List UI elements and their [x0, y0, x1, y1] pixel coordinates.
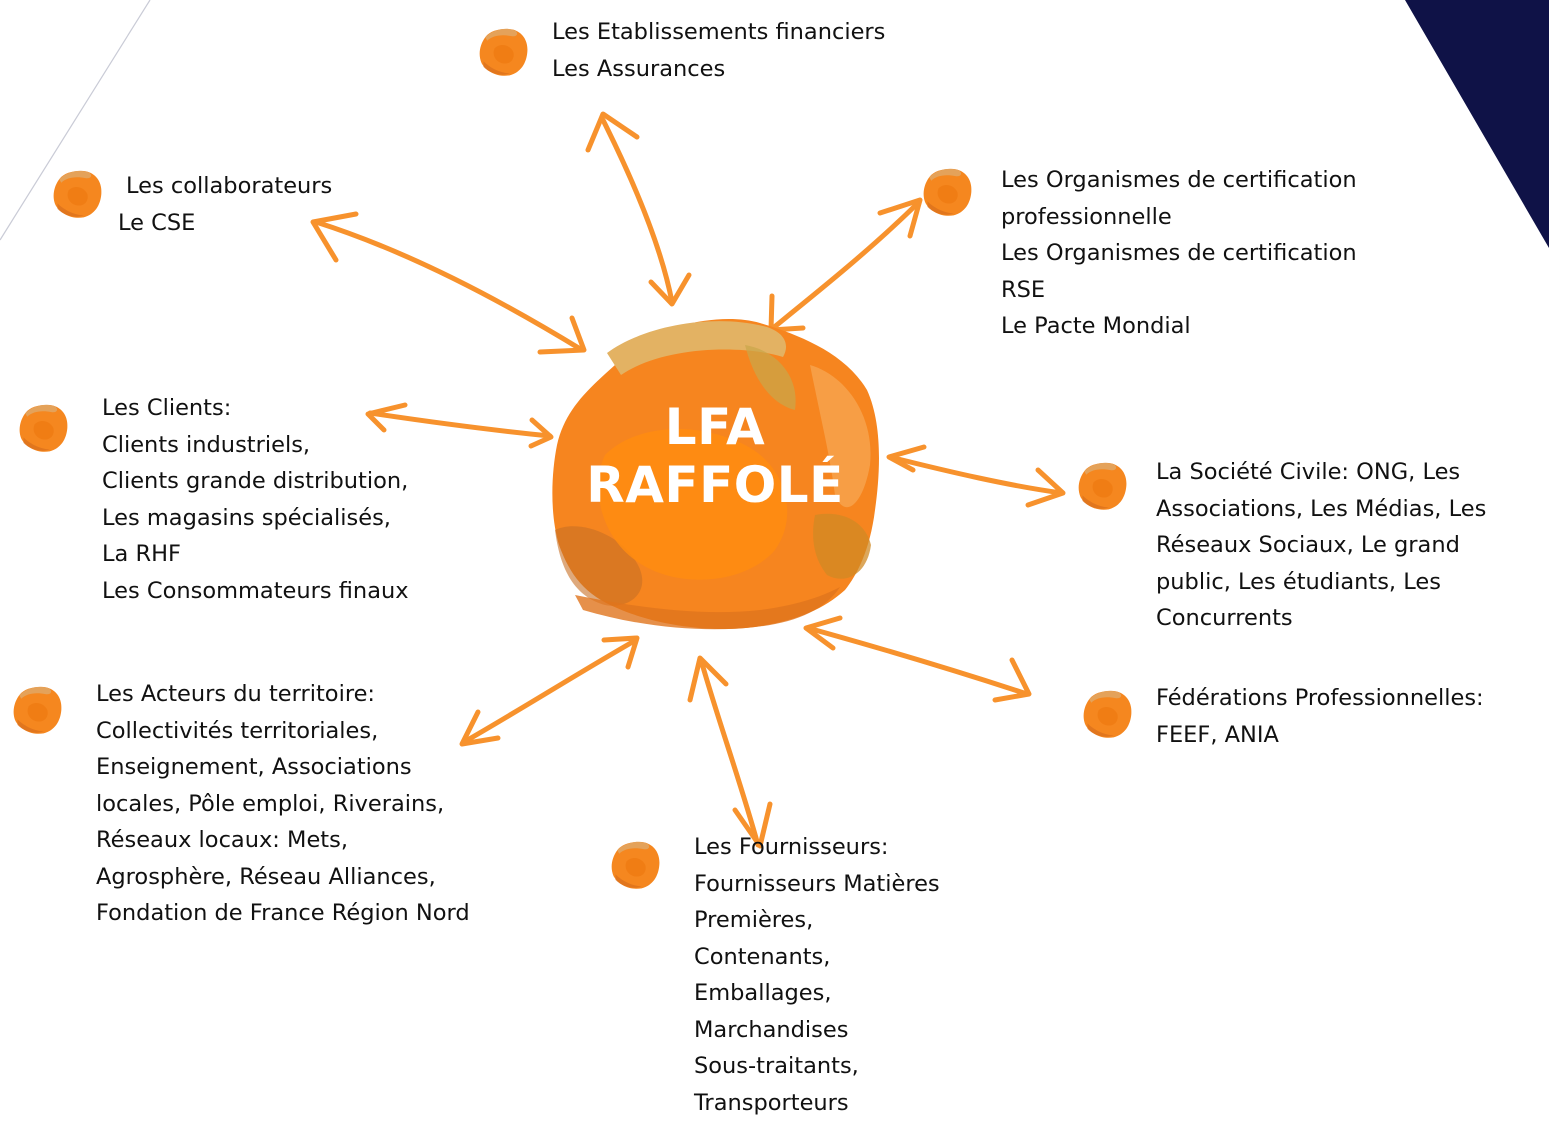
suppliers-line: Transporteurs — [694, 1085, 940, 1121]
territory-line: Les Acteurs du territoire: — [96, 676, 470, 713]
arrow-financial — [588, 114, 689, 304]
certification-line: Les Organismes de certification — [1001, 235, 1357, 272]
clients-line: La RHF — [102, 536, 409, 573]
certification-line: RSE — [1001, 272, 1357, 309]
territory-line: Collectivités territoriales, — [96, 713, 470, 750]
arrow-territory — [462, 638, 637, 744]
employees-line: Le CSE — [118, 205, 332, 242]
orange-blob-icon — [920, 164, 976, 220]
clients-line: Les Consommateurs finaux — [102, 573, 409, 610]
center-title: LFA RAFFOLÉ — [545, 398, 885, 514]
arrow-civil-society — [889, 447, 1063, 505]
federations-line: FEEF, ANIA — [1156, 717, 1484, 754]
territory-text: Les Acteurs du territoire: Collectivités… — [96, 676, 470, 932]
suppliers-line: Sous-traitants, — [694, 1048, 940, 1085]
civil-society-line: Associations, Les Médias, Les — [1156, 491, 1486, 528]
orange-blob-icon — [16, 400, 72, 456]
clients-line: Clients grande distribution, — [102, 463, 409, 500]
certification-line: Les Organismes de certification — [1001, 162, 1357, 199]
suppliers-line: Fournisseurs Matières — [694, 866, 940, 903]
certification-line: Le Pacte Mondial — [1001, 308, 1357, 345]
arrow-employees — [313, 214, 584, 352]
civil-society-text: La Société Civile: ONG, Les Associations… — [1156, 454, 1486, 637]
clients-line: Les magasins spécialisés, — [102, 500, 409, 537]
center-title-line-2: RAFFOLÉ — [545, 456, 885, 514]
orange-blob-icon — [1080, 686, 1136, 742]
orange-blob-icon — [1075, 458, 1131, 514]
arrow-suppliers — [690, 658, 770, 846]
civil-society-line: La Société Civile: ONG, Les — [1156, 454, 1486, 491]
suppliers-line: Les Fournisseurs: — [694, 829, 940, 866]
suppliers-line: Emballages, — [694, 975, 940, 1012]
civil-society-line: Concurrents — [1156, 600, 1486, 637]
orange-blob-icon — [608, 837, 664, 893]
suppliers-line: Contenants, — [694, 939, 940, 976]
territory-line: Réseaux locaux: Mets, — [96, 822, 470, 859]
territory-line: Enseignement, Associations — [96, 749, 470, 786]
civil-society-line: Réseaux Sociaux, Le grand — [1156, 527, 1486, 564]
territory-line: Agrosphère, Réseau Alliances, — [96, 859, 470, 896]
federations-line: Fédérations Professionnelles: — [1156, 680, 1484, 717]
financial-line: Les Assurances — [552, 51, 885, 88]
orange-blob-icon — [476, 24, 532, 80]
certification-line: professionnelle — [1001, 199, 1357, 236]
suppliers-line: Marchandises — [694, 1012, 940, 1049]
certification-text: Les Organismes de certification professi… — [1001, 162, 1357, 345]
federations-text: Fédérations Professionnelles: FEEF, ANIA — [1156, 680, 1484, 753]
clients-line: Les Clients: — [102, 390, 409, 427]
territory-line: Fondation de France Région Nord — [96, 895, 470, 932]
orange-blob-icon — [10, 682, 66, 738]
financial-text: Les Etablissements financiers Les Assura… — [552, 14, 885, 87]
clients-text: Les Clients: Clients industriels, Client… — [102, 390, 409, 609]
employees-text: Les collaborateurs Le CSE — [126, 168, 332, 241]
suppliers-text: Les Fournisseurs: Fournisseurs Matières … — [694, 829, 940, 1121]
civil-society-line: public, Les étudiants, Les — [1156, 564, 1486, 601]
orange-blob-icon — [50, 166, 106, 222]
clients-line: Clients industriels, — [102, 427, 409, 464]
employees-line: Les collaborateurs — [126, 168, 332, 205]
territory-line: locales, Pôle emploi, Riverains, — [96, 786, 470, 823]
financial-line: Les Etablissements financiers — [552, 14, 885, 51]
center-title-line-1: LFA — [545, 398, 885, 456]
suppliers-line: Premières, — [694, 902, 940, 939]
